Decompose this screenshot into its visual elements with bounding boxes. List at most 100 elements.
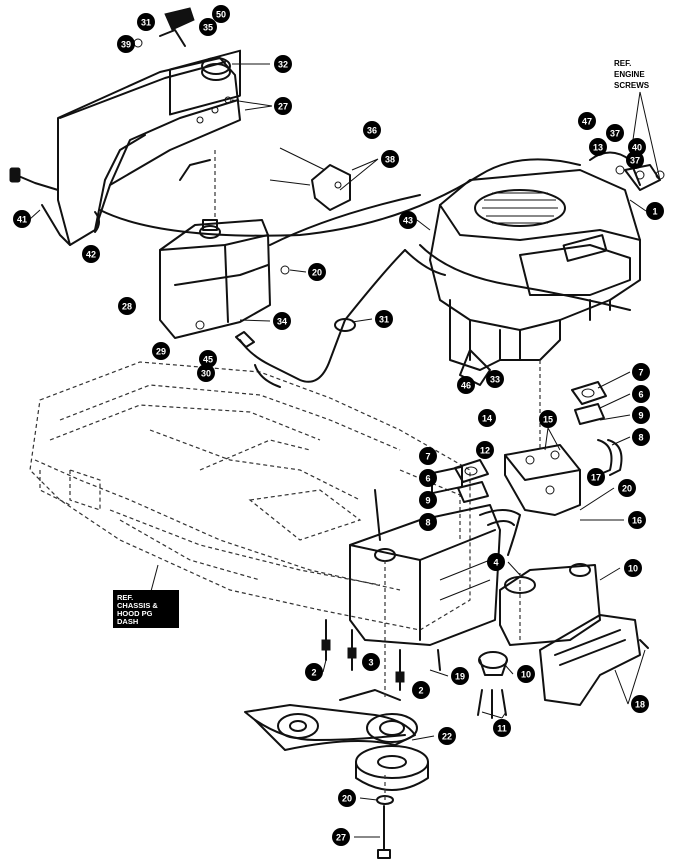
callout-number: 46 (461, 381, 471, 391)
callout-number: 7 (425, 452, 430, 462)
throttle-cable (99, 158, 581, 246)
callout-bubble (476, 441, 494, 459)
callout-bubble (486, 370, 504, 388)
muffler-cup (478, 651, 508, 676)
callout-c10b: 10 (517, 665, 535, 683)
callout-c4: 4 (487, 553, 505, 571)
callout-number: 8 (425, 518, 430, 528)
callout-number: 27 (336, 833, 346, 843)
callout-number: 47 (582, 117, 592, 127)
callout-bubble (419, 447, 437, 465)
callout-number: 6 (638, 390, 643, 400)
callout-number: 32 (278, 60, 288, 70)
ref-chassis-line-4: DASH (117, 617, 138, 626)
callout-c30: 30 (197, 364, 215, 382)
callout-number: 9 (425, 496, 430, 506)
callout-number: 42 (86, 250, 96, 260)
callout-bubble (632, 385, 650, 403)
callout-bubble (274, 97, 292, 115)
callout-number: 31 (379, 315, 389, 325)
callout-c8b: 8 (419, 513, 437, 531)
callout-number: 13 (593, 143, 603, 153)
callout-number: 19 (455, 672, 465, 682)
callout-bubble (606, 124, 624, 142)
engine (404, 151, 665, 386)
callout-c15: 15 (539, 410, 557, 428)
callout-c2a: 2 (305, 663, 323, 681)
callout-c1: 1 (646, 202, 664, 220)
callout-c6b: 6 (419, 469, 437, 487)
leader-lines (29, 63, 661, 838)
callout-c11: 11 (493, 719, 511, 737)
callout-bubble (419, 469, 437, 487)
callout-bubble (589, 138, 607, 156)
callout-c47: 47 (578, 112, 596, 130)
callout-bubble (197, 364, 215, 382)
callout-c28: 28 (118, 297, 136, 315)
callout-number: 20 (342, 794, 352, 804)
ref-engine-line-3: SCREWS (614, 81, 650, 90)
callout-c3: 3 (362, 653, 380, 671)
ref-chassis-line-2: CHASSIS & (117, 601, 158, 610)
callout-number: 4 (493, 558, 498, 568)
idler-pulley (277, 713, 319, 739)
callout-number: 15 (543, 415, 553, 425)
callout-c22: 22 (438, 727, 456, 745)
callout-bubble (199, 350, 217, 368)
engine-plate (349, 465, 501, 646)
callout-bubble (628, 138, 646, 156)
callout-number: 20 (312, 268, 322, 278)
callout-c33: 33 (486, 370, 504, 388)
callout-bubble (517, 665, 535, 683)
cable-bracket (269, 147, 351, 211)
callout-number: 40 (632, 143, 642, 153)
callout-c20a: 20 (308, 263, 326, 281)
callout-c9b: 9 (419, 491, 437, 509)
callout-number: 3 (368, 658, 373, 668)
callout-bubble (646, 202, 664, 220)
callout-bubble (632, 406, 650, 424)
callout-bubble (118, 297, 136, 315)
callout-number: 2 (311, 668, 316, 678)
callout-c13: 13 (589, 138, 607, 156)
callout-bubble (381, 150, 399, 168)
callout-number: 33 (490, 375, 500, 385)
callout-bubble (438, 727, 456, 745)
callout-bubble (363, 121, 381, 139)
callout-number: 39 (121, 40, 131, 50)
callout-number: 30 (201, 369, 211, 379)
muffler (499, 563, 601, 646)
callout-c14: 14 (478, 409, 496, 427)
callout-c40: 40 (628, 138, 646, 156)
fuel-line (235, 249, 406, 388)
exhaust-gaskets-left (454, 459, 521, 556)
callout-c29: 29 (152, 342, 170, 360)
ref-chassis-line-1: REF. (117, 593, 133, 602)
ref-chassis-line-3: HOOD PG (117, 609, 153, 618)
callout-bubble (587, 468, 605, 486)
callout-bubble (578, 112, 596, 130)
callout-c27b: 27 (332, 828, 350, 846)
callout-bubble (338, 789, 356, 807)
callout-bubble (419, 513, 437, 531)
callout-c46: 46 (457, 376, 475, 394)
callout-bubble (82, 245, 100, 263)
callout-bubble (137, 13, 155, 31)
callout-number: 37 (630, 156, 640, 166)
callout-number: 2 (418, 686, 423, 696)
engine-pulley (355, 713, 429, 791)
ref-engine-screws-note: REF. ENGINE SCREWS (614, 59, 650, 90)
callout-bubble (624, 559, 642, 577)
callout-number: 50 (216, 10, 226, 20)
callout-c20c: 20 (338, 789, 356, 807)
callout-number: 16 (632, 516, 642, 526)
callout-c12: 12 (476, 441, 494, 459)
callout-bubble (412, 681, 430, 699)
callout-number: 14 (482, 414, 492, 424)
callout-number: 35 (203, 23, 213, 33)
callout-c17: 17 (587, 468, 605, 486)
ref-chassis-note: REF. CHASSIS & HOOD PG DASH (113, 590, 179, 628)
callout-bubble (274, 55, 292, 73)
callout-bubble (478, 409, 496, 427)
